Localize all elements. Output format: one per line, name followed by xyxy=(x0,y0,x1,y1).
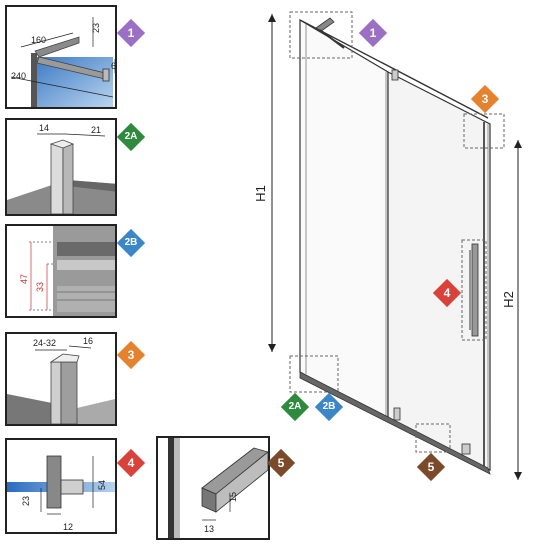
bottom-guide xyxy=(461,443,471,455)
detail-panel-1: 160 240 23 6 xyxy=(5,5,117,109)
profile-side xyxy=(60,361,78,424)
profile-top xyxy=(49,139,75,149)
dim-33: 33 xyxy=(35,282,45,292)
badge-3-main: 3 xyxy=(470,84,500,114)
detail-panel-5: 15 13 xyxy=(156,436,270,540)
callout-box-1 xyxy=(289,11,353,59)
bottom-guide-side xyxy=(215,451,268,513)
top-rail xyxy=(299,19,489,119)
badge-1-main: 1 xyxy=(358,18,388,48)
badge-5-main: 5 xyxy=(416,452,446,482)
dim-24-32: 24-32 xyxy=(33,338,56,348)
wall-profile xyxy=(31,53,37,107)
stabilizer-bar xyxy=(315,17,335,33)
clamp xyxy=(102,68,110,82)
badge-1-detail: 1 xyxy=(116,18,146,48)
dim-23: 23 xyxy=(21,496,31,506)
profile-base xyxy=(57,286,115,312)
badge-2b-main: 2B xyxy=(314,392,344,422)
floor-edge xyxy=(67,180,115,192)
fixed-glass-panel xyxy=(299,18,389,424)
bottom-track xyxy=(299,371,491,475)
dim-16: 16 xyxy=(83,336,93,346)
badge-2a-detail: 2A xyxy=(116,122,146,152)
dim-21: 21 xyxy=(91,125,101,135)
detail-2b-drawing: 47 33 xyxy=(19,226,115,316)
callout-box-5 xyxy=(415,423,451,453)
callout-box-2 xyxy=(289,355,339,393)
h1-label: H1 xyxy=(252,185,268,202)
detail-2a-drawing: 14 21 xyxy=(7,123,115,214)
roller-bottom xyxy=(393,407,401,421)
detail-1-drawing: 160 240 23 6 xyxy=(10,17,116,107)
h2-label: H2 xyxy=(500,291,516,308)
dim-47: 47 xyxy=(19,274,29,284)
callout-box-3 xyxy=(463,113,505,149)
detail-4-drawing: 54 23 12 xyxy=(7,455,115,532)
profile-slot xyxy=(57,260,115,270)
sliding-glass-panel xyxy=(387,71,491,471)
badge-2a-main: 2A xyxy=(280,392,310,422)
profile-top xyxy=(49,353,80,363)
dim-240: 240 xyxy=(11,71,26,81)
door-handle xyxy=(471,243,479,337)
profile-side xyxy=(62,143,74,214)
badge-3-detail: 3 xyxy=(116,340,146,370)
dim-6: 6 xyxy=(111,61,116,71)
dim-160: 160 xyxy=(31,35,46,45)
magnetic-profile xyxy=(50,361,62,424)
detail-3-drawing: 24-32 16 xyxy=(7,336,115,424)
dim-12: 12 xyxy=(63,522,73,532)
detail-panel-3: 24-32 16 xyxy=(5,332,117,426)
roller-top xyxy=(391,69,399,81)
profile-rail xyxy=(57,242,115,256)
detail-5-drawing: 15 13 xyxy=(168,438,268,538)
badge-5-detail: 5 xyxy=(266,448,296,478)
badge-4-detail: 4 xyxy=(116,448,146,478)
glass-edge-dark xyxy=(168,438,174,538)
callout-box-4 xyxy=(461,239,487,341)
glass-edge-light xyxy=(174,438,180,538)
dim-54: 54 xyxy=(97,480,107,490)
badge-4-main: 4 xyxy=(432,278,462,308)
dim-15: 15 xyxy=(228,492,238,502)
detail-panel-2a: 14 21 xyxy=(5,118,117,216)
detail-panel-2b: 47 33 xyxy=(5,224,117,318)
dim-23: 23 xyxy=(91,23,101,33)
dim-13: 13 xyxy=(204,524,214,534)
dim-14: 14 xyxy=(39,123,49,133)
stabilizer-bar xyxy=(34,36,80,58)
wall-corner-light xyxy=(77,398,115,424)
wall-profile xyxy=(50,143,64,214)
handle-bar xyxy=(46,455,62,509)
handle-mount xyxy=(60,479,84,495)
detail-panel-4: 54 23 12 xyxy=(5,438,117,534)
badge-2b-detail: 2B xyxy=(116,228,146,258)
